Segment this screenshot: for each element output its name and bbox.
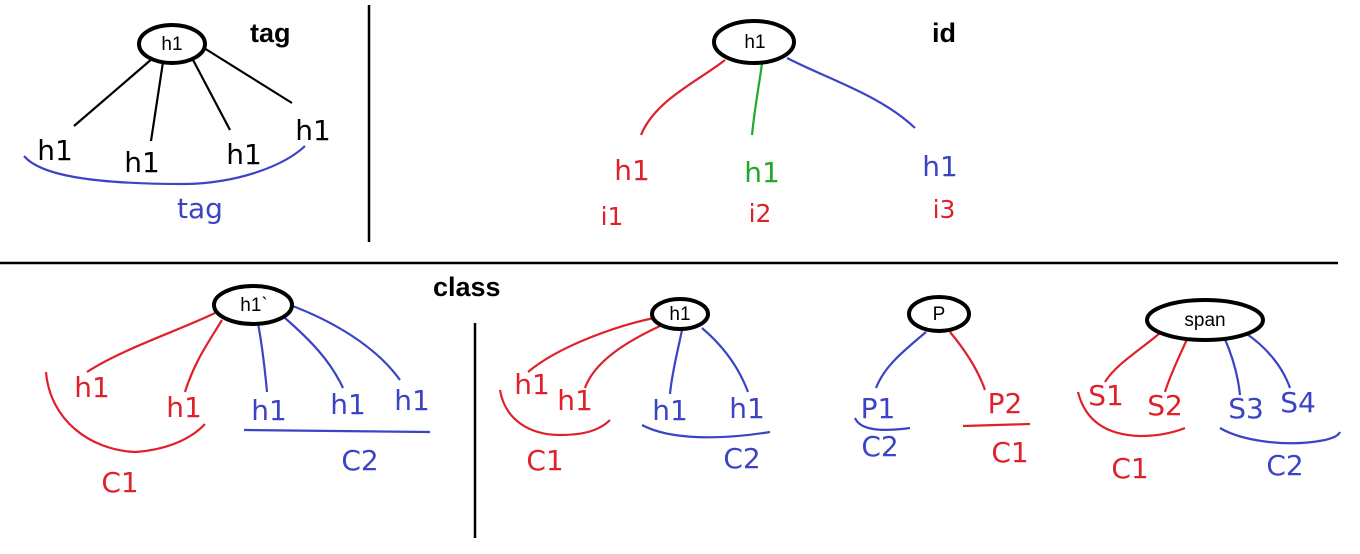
class-t3-edge-blue	[874, 331, 927, 389]
class-t3-root-node	[907, 295, 971, 333]
class-t2-red-child-2: h1	[557, 384, 593, 417]
class-t3-red-group: C1	[991, 436, 1028, 469]
class-t2-red-child-1: h1	[514, 368, 550, 401]
class-t4-root-label: span	[1184, 310, 1225, 331]
class-t1-red-child-2: h1	[166, 391, 202, 424]
class-t4-edge-blue-2	[1243, 331, 1292, 389]
id-child-2-sub: i2	[749, 199, 772, 228]
id-edge-green	[750, 62, 764, 136]
class-t1-blue-child-2: h1	[330, 388, 366, 421]
id-root-label: h1	[744, 32, 765, 53]
class-t4-blue-child-2: S4	[1280, 386, 1316, 419]
class-tree-3: P P1 P2 C2 C1	[853, 295, 1031, 469]
tag-child-4: h1	[295, 114, 331, 147]
class-t1-red-group: C1	[101, 466, 138, 499]
tag-edge-4	[203, 47, 293, 104]
class-t3-edge-red	[949, 331, 987, 391]
class-tree-2: h1 h1 h1 h1 h1 C1 C2	[498, 297, 771, 477]
class-t1-root-label: h1`	[240, 295, 267, 316]
class-t1-blue-bracket	[243, 428, 431, 434]
class-t4-red-group: C1	[1111, 452, 1148, 485]
id-child-3: h1	[922, 150, 958, 183]
tag-edge-3	[191, 57, 231, 131]
class-t4-edge-red-2	[1163, 336, 1190, 393]
class-t2-blue-group: C2	[723, 442, 760, 475]
id-child-1: h1	[614, 154, 650, 187]
class-t2-edge-red-1	[527, 316, 655, 373]
class-t2-root-node	[650, 297, 710, 331]
class-t1-edge-red-1	[86, 312, 216, 373]
class-t3-root-label: P	[933, 304, 946, 325]
class-t2-blue-child-2: h1	[729, 392, 765, 425]
tag-child-3: h1	[226, 138, 262, 171]
class-t3-blue-child: P1	[861, 392, 896, 425]
tag-root-node	[137, 23, 207, 65]
id-child-1-sub: i1	[601, 202, 624, 231]
class-t1-red-bracket	[44, 371, 206, 454]
class-t2-blue-bracket	[641, 424, 771, 439]
class-tree-4: span S1 S2 S3 S4 C1 C2	[1076, 298, 1341, 485]
tag-edge-2	[149, 61, 165, 142]
tag-group-bracket	[23, 145, 306, 186]
class-t3-blue-bracket	[853, 417, 911, 431]
tag-edge-1	[73, 57, 154, 127]
class-t4-edge-red-1	[1104, 332, 1161, 383]
id-child-3-sub: i3	[933, 195, 956, 224]
class-t2-edge-blue-2	[701, 327, 750, 393]
class-t2-red-group: C1	[526, 444, 563, 477]
tag-group-label: tag	[177, 192, 223, 225]
class-t2-blue-child-1: h1	[652, 394, 688, 427]
class-t2-edge-red-2	[583, 325, 661, 389]
id-edge-red	[639, 59, 726, 136]
class-t1-blue-group: C2	[341, 444, 378, 477]
class-t3-red-bracket	[962, 422, 1031, 428]
id-edge-blue	[786, 57, 916, 129]
class-t1-root-node	[212, 284, 294, 326]
class-t4-blue-bracket	[1219, 427, 1341, 445]
tag-child-1: h1	[37, 134, 73, 167]
tag-child-2: h1	[124, 146, 160, 179]
class-t4-blue-group: C2	[1266, 449, 1303, 482]
class-t2-root-label: h1	[669, 304, 690, 325]
id-panel: id h1 h1 i1 h1 i2 h1 i3	[601, 18, 958, 231]
class-t4-red-child-2: S2	[1147, 389, 1183, 422]
class-t1-blue-child-3: h1	[394, 384, 430, 417]
id-panel-title: id	[932, 18, 956, 48]
class-panel-title: class	[433, 272, 501, 302]
class-t3-blue-group: C2	[861, 430, 898, 463]
class-t4-blue-child-1: S3	[1228, 392, 1264, 425]
tag-panel-title: tag	[250, 18, 291, 48]
class-t1-blue-child-1: h1	[251, 394, 287, 427]
class-t1-edge-blue-1	[256, 322, 269, 393]
tag-panel: tag h1 h1 h1 h1 h1 tag	[23, 18, 331, 225]
class-t4-red-child-1: S1	[1088, 379, 1124, 412]
class-t2-edge-blue-1	[668, 329, 684, 395]
class-panel: class h1` h1 h1 h1 h1 h1 C1 C2	[44, 272, 1341, 499]
class-t4-root-node	[1145, 298, 1265, 342]
class-t4-red-bracket	[1076, 391, 1186, 438]
id-root-node	[712, 19, 796, 65]
class-t2-red-bracket	[498, 389, 611, 437]
id-child-2: h1	[744, 156, 780, 189]
class-t1-edge-blue-2	[284, 317, 344, 389]
class-tree-1: h1` h1 h1 h1 h1 h1 C1 C2	[44, 284, 431, 499]
class-t1-edge-blue-3	[289, 303, 401, 381]
class-t3-red-child: P2	[988, 387, 1023, 420]
class-t4-edge-blue-1	[1222, 336, 1242, 396]
tag-root-label: h1	[161, 34, 182, 55]
class-t1-edge-red-2	[183, 319, 223, 393]
class-t1-red-child-1: h1	[74, 371, 110, 404]
